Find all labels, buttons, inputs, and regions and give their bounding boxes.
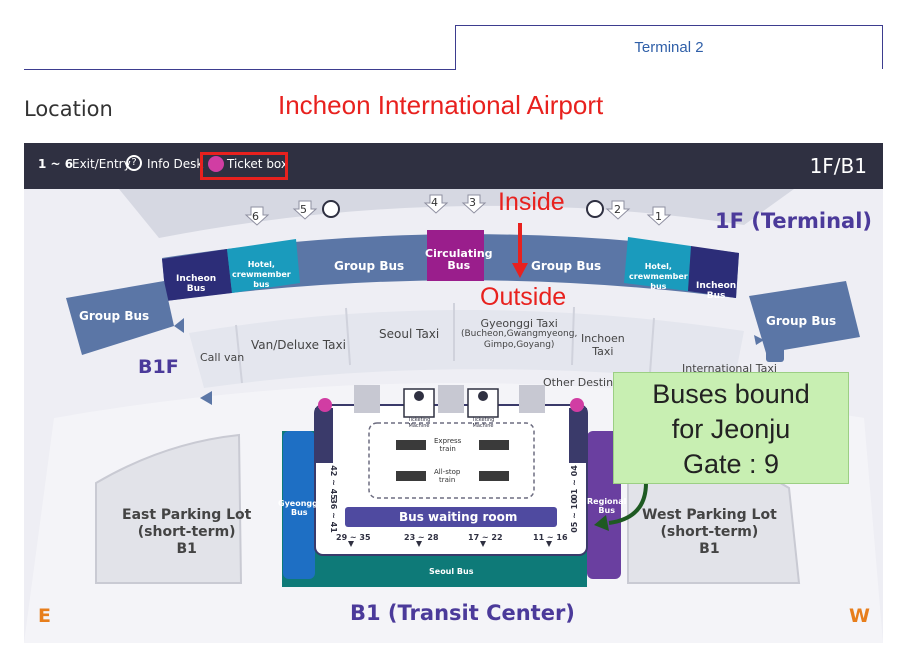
exit-1-label: 1 xyxy=(655,210,662,223)
exit-2-label: 2 xyxy=(614,203,621,216)
callout-arrow xyxy=(608,482,648,525)
legend-exit-label: Exit/Entry xyxy=(72,157,131,171)
west-direction-label: W xyxy=(849,605,870,627)
bus-icon xyxy=(766,344,784,362)
transit-center-label: B1 (Transit Center) xyxy=(350,601,575,625)
east-direction-label: E xyxy=(38,605,51,627)
zone-van-deluxe-taxi-label: Van/Deluxe Taxi xyxy=(251,338,346,352)
zone-incheon-bus-left xyxy=(162,249,232,301)
floor-indicator: 1F/B1 xyxy=(809,154,867,178)
zone-hotel-right xyxy=(624,237,691,291)
zone-seoul-bus-label: Seoul Bus xyxy=(429,567,474,576)
zone-other-destinations-label: Other Destina xyxy=(543,376,620,389)
zone-call-van-label: Call van xyxy=(200,351,245,364)
west-parking-lot-label: West Parking Lot(short-term)B1 xyxy=(642,507,777,557)
gate-23-28-label: 23 ~ 28 xyxy=(404,533,439,542)
zone-group-bus-right-label: Group Bus xyxy=(531,259,602,273)
exit-6-label: 6 xyxy=(252,210,259,223)
east-parking-lot-label: East Parking Lot(short-term)B1 xyxy=(122,507,252,557)
bus-waiting-room xyxy=(345,507,557,527)
ticket-box-highlight xyxy=(200,152,288,180)
zone-seoul-taxi-label: Seoul Taxi xyxy=(379,327,440,341)
zone-circulating-bus xyxy=(427,230,484,281)
bus-waiting-room-label: Bus waiting room xyxy=(399,510,518,524)
gate-29-35-label: 29 ~ 35 xyxy=(336,533,371,542)
zone-group-bus-far-left-label: Group Bus xyxy=(79,309,150,323)
info-desk-icon xyxy=(322,200,340,218)
jeonju-callout: Buses bound for Jeonju Gate : 9 xyxy=(613,372,849,484)
ticket-box-icon xyxy=(208,156,224,172)
inside-annotation: Inside xyxy=(498,188,565,216)
terminal-building xyxy=(119,189,794,238)
left-arrow-icon xyxy=(174,318,184,333)
ticketing-machine-left-label: Ticketing Machine xyxy=(407,417,431,429)
floor-b1f-label: B1F xyxy=(138,356,179,378)
train-area xyxy=(368,422,535,499)
zone-group-bus-far-right xyxy=(749,281,860,353)
zone-gyeonggi-taxi-label: Gyeonggi Taxi(Bucheon,Gwangmyeong,Gimpo,… xyxy=(461,317,578,350)
gate-36-41-label: 36 ~ 41 xyxy=(328,498,338,533)
location-heading: Location xyxy=(24,97,113,121)
airport-title-annotation: Incheon International Airport xyxy=(278,90,604,120)
legend-ticket-box: Ticket box xyxy=(227,157,289,171)
zone-group-bus-far-right-label: Group Bus xyxy=(766,314,837,328)
gate-42-45-label: 42 ~ 45 xyxy=(328,465,338,500)
floor-1f-label: 1F (Terminal) xyxy=(715,209,872,233)
zone-group-bus-left-label: Group Bus xyxy=(334,259,405,273)
tab-terminal-2[interactable]: Terminal 2 xyxy=(455,25,883,69)
zone-group-bus-far-left xyxy=(66,281,174,355)
taxi-lane-arc xyxy=(189,309,744,388)
east-parking-lot xyxy=(95,433,243,584)
gate-11-16-label: 11 ~ 16 xyxy=(533,533,568,542)
gate-05-10-label: 05 ~ 10 xyxy=(569,498,579,533)
outside-annotation: Outside xyxy=(480,283,567,311)
zone-incheon-bus-right xyxy=(688,246,739,298)
exit-5-label: 5 xyxy=(300,203,307,216)
info-desk-icon: ? xyxy=(126,155,142,171)
zone-hotel-left xyxy=(227,239,300,293)
gate-01-04-label: 01 ~ 04 xyxy=(569,465,579,500)
zone-international-taxi-label: International Taxi xyxy=(682,362,777,375)
legend-exit-range: 1 ~ 6 xyxy=(38,157,74,171)
exit-4-label: 4 xyxy=(431,196,438,209)
tabs-underline xyxy=(24,69,456,70)
map-legend-bar: 1 ~ 6 Exit/Entry ? Info Desk Ticket box … xyxy=(24,143,883,189)
ticketing-machine-right-label: Ticketing Machine xyxy=(471,417,495,429)
gate-17-22-label: 17 ~ 22 xyxy=(468,533,503,542)
exit-3-label: 3 xyxy=(469,196,476,209)
legend-info-desk: Info Desk xyxy=(147,157,204,171)
